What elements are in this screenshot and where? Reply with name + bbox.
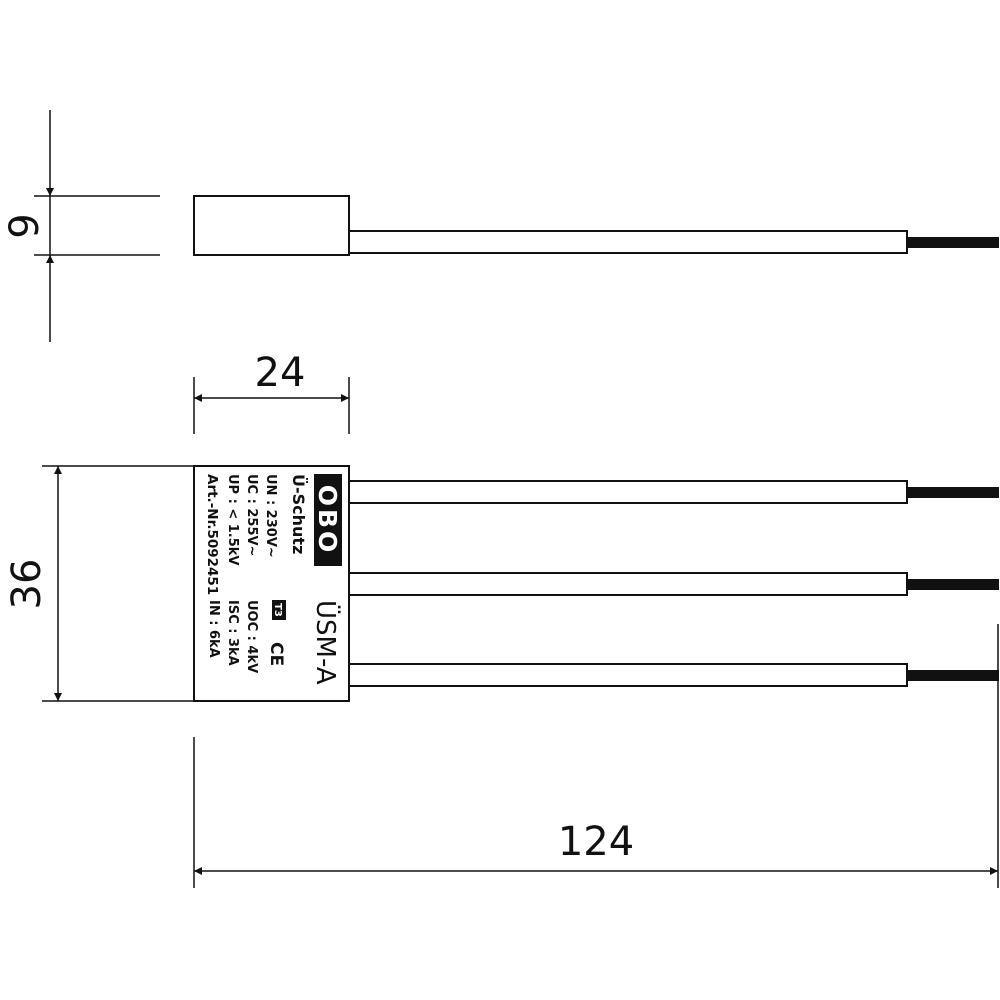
dimension-total-length: 124 [193,624,999,888]
wire-3-insulation [348,663,908,687]
wire-1-core [907,487,999,498]
ce-mark: CE [266,642,286,666]
dimension-label-124: 124 [558,819,634,865]
label-line-5: Art.-Nr.5092451 [204,474,220,595]
top-view [193,195,999,256]
wire-2-insulation [348,572,908,596]
dimension-height-top: 9 [2,110,160,342]
product-name: ÜSM-A [310,600,342,685]
dimension-label-9: 9 [2,213,48,238]
label-line-2: UN : 230V~ [263,474,278,558]
t3-mark-text: T3 [272,603,283,617]
dimension-label-24: 24 [255,350,306,396]
wire-3-core [907,670,999,681]
device-label: OBO Ü-Schutz UN : 230V~ UC : 255V~ UP : … [204,474,342,685]
label-line-4: UP : < 1.5kV [225,474,240,566]
top-view-wire-core [907,237,999,248]
t3-mark [272,600,286,620]
dimension-width-top: 24 [193,350,350,434]
top-view-body [193,195,350,256]
dimension-label-36: 36 [4,559,50,610]
label-line-3: UC : 255V~ [244,474,259,556]
wire-1-insulation [348,480,908,504]
label-line-1: Ü-Schutz [289,474,308,554]
spec-line-3: IN : 6kA [206,600,221,658]
top-view-wire-insulation [348,230,908,254]
wire-2-core [907,579,999,590]
spec-line-2: ISC : 3kA [225,600,240,666]
dimension-height-front: 36 [4,465,194,702]
front-view: OBO Ü-Schutz UN : 230V~ UC : 255V~ UP : … [193,465,999,702]
obo-logo: OBO [313,474,342,566]
spec-line-1: UOC : 4kV [244,600,259,673]
obo-logo-text: OBO [313,485,342,556]
